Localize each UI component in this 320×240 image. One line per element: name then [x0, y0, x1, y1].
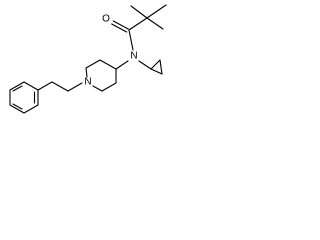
tert-butyl-group: [128, 4, 167, 31]
bond-carbonyl-double-b: [111, 23, 128, 33]
piperidine-ring: [85, 59, 117, 92]
bond-phenyl-inner-3: [12, 85, 23, 92]
bond-phenyl-inner-2: [12, 103, 23, 110]
bond-phenyl-6: [23, 81, 39, 91]
bond-ch2-phenyl: [37, 81, 53, 91]
bond-phenyl-2: [23, 104, 39, 114]
bond-cyclopropyl-3: [150, 68, 163, 75]
bond-tbu-methyl-2: [146, 4, 167, 19]
ethyl-linker: [37, 81, 83, 92]
bond-tbu-carbonyl: [128, 17, 148, 31]
bond-ring-n-ch2: [67, 82, 83, 92]
bond-cyclopropyl-1: [150, 59, 161, 70]
bond-ring-5: [101, 82, 117, 92]
bond-tbu-methyl-1: [130, 5, 148, 19]
bond-ring-3: [85, 67, 88, 78]
atom-label-ring-nitrogen: N: [84, 77, 91, 88]
bond-ring-4: [92, 85, 103, 92]
bond-cyclopropyl-2: [159, 59, 163, 75]
cyclopropyl-group: [138, 59, 163, 75]
bond-ring-1: [99, 59, 117, 70]
atom-label-amide-nitrogen: N: [130, 51, 137, 62]
atom-label-oxygen: O: [102, 14, 110, 25]
bond-phenyl-3: [9, 104, 25, 114]
bond-ring-2: [85, 59, 101, 69]
bond-phenyl-5: [9, 81, 25, 91]
bond-n-piperidine: [115, 60, 129, 70]
carbonyl-group: [111, 20, 134, 51]
bond-carbonyl-double-a: [112, 20, 129, 30]
phenyl-ring: [9, 81, 39, 114]
bond-n-cyclopropyl: [138, 60, 152, 70]
bond-ch2-ch2: [51, 81, 69, 92]
molecule-structure: O N N: [9, 4, 167, 114]
bond-tbu-methyl-3: [146, 17, 164, 30]
bond-carbonyl-nitrogen: [128, 29, 134, 51]
